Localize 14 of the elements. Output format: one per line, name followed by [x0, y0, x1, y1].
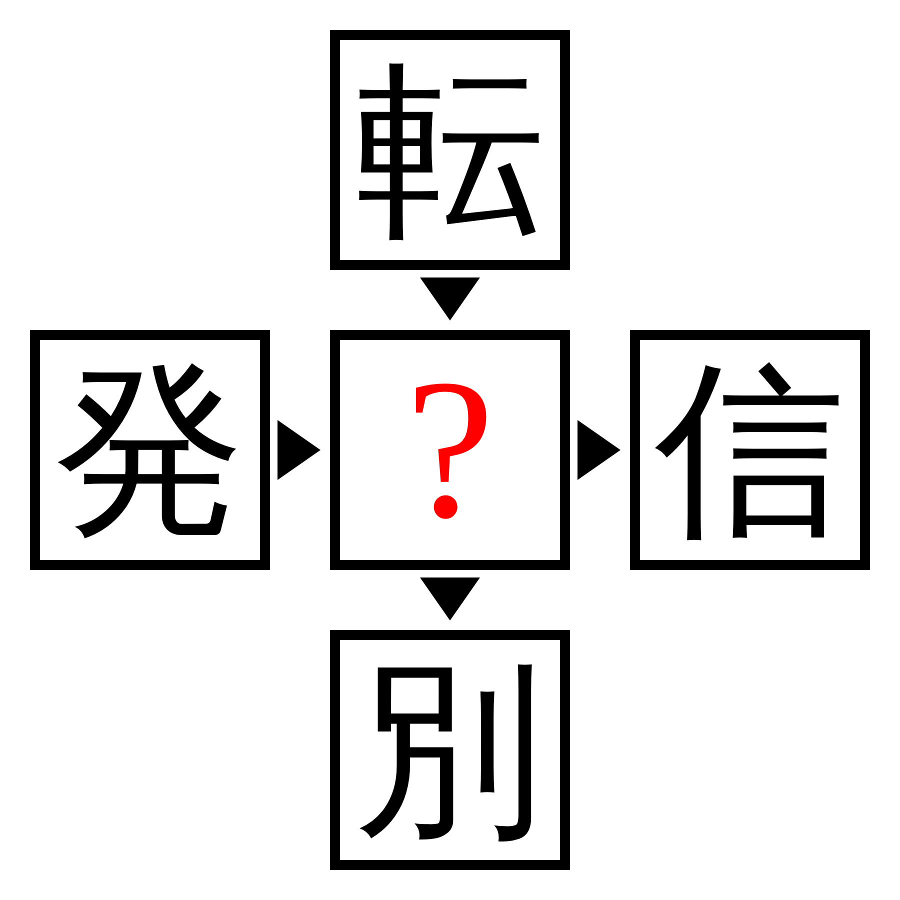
arrow — [578, 420, 620, 480]
character-box — [30, 330, 270, 570]
character-box — [330, 30, 570, 270]
kanji-character: 信 — [655, 355, 845, 545]
question-mark: ? — [406, 350, 494, 550]
center-box — [330, 330, 570, 570]
arrow — [420, 278, 480, 320]
kanji-character: 転 — [355, 55, 545, 245]
character-box — [330, 630, 570, 870]
arrow — [278, 420, 320, 480]
arrow — [420, 578, 480, 620]
character-box — [630, 330, 870, 570]
kanji-character: 発 — [55, 355, 245, 545]
kanji-character: 別 — [355, 655, 545, 845]
